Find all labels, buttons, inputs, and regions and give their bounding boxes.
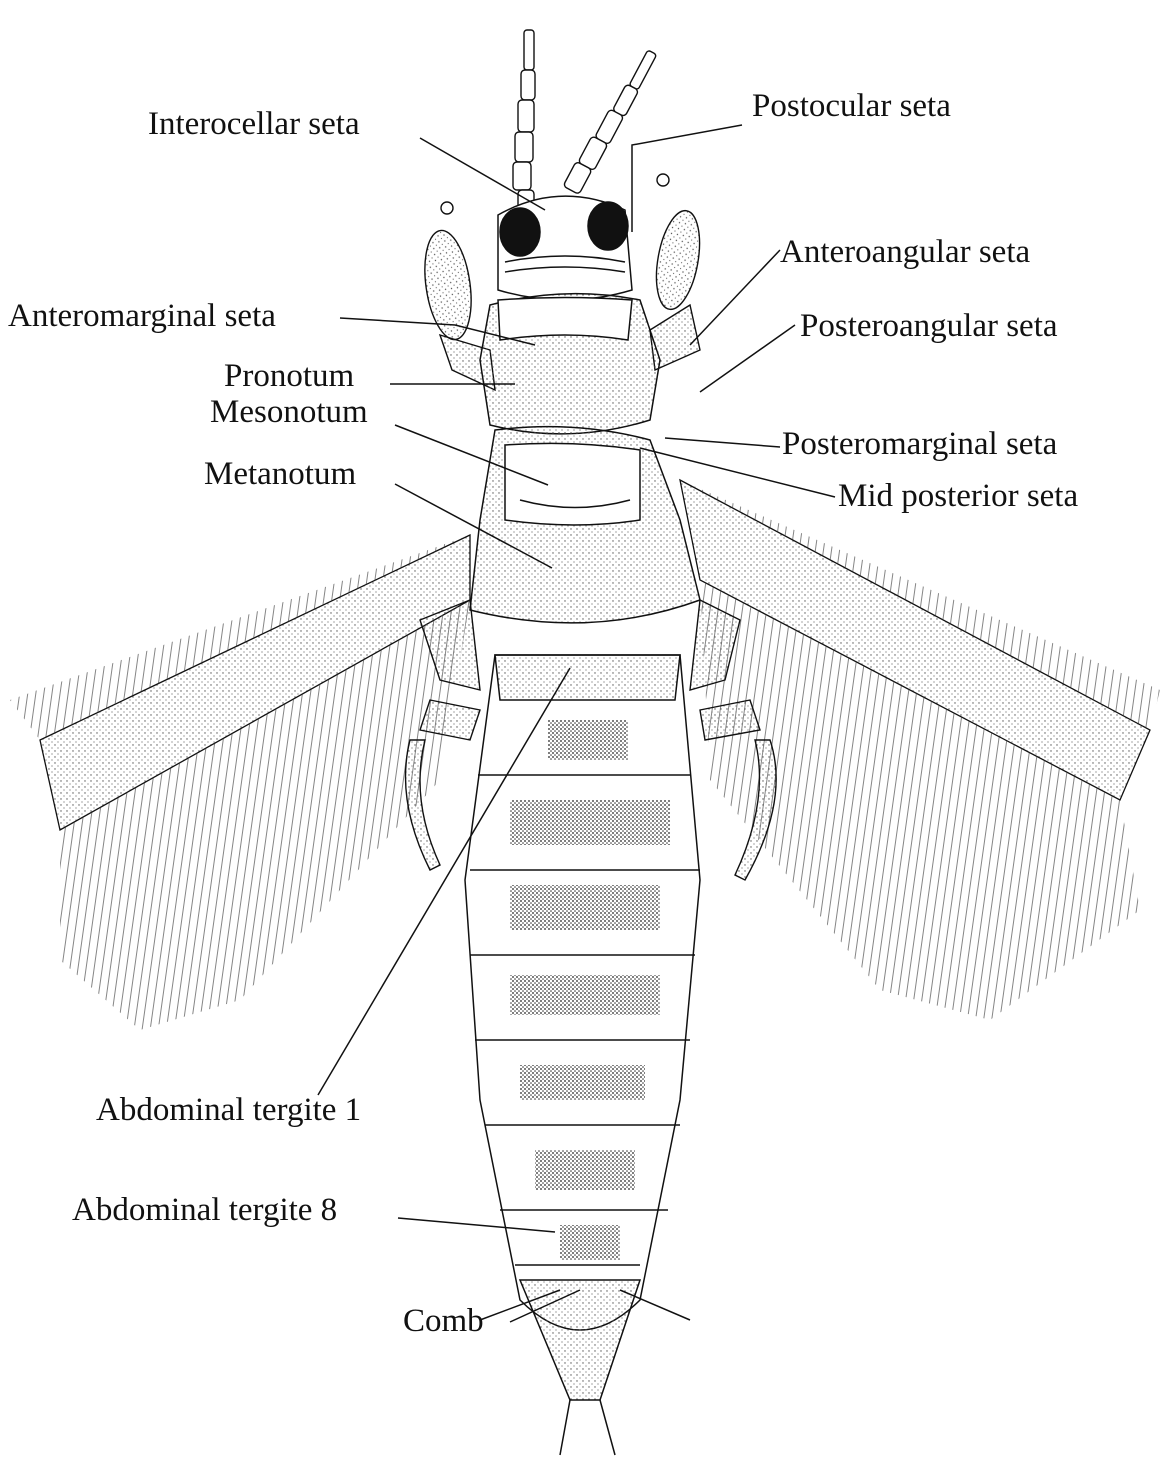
label-postocular-seta: Postocular seta <box>752 90 951 123</box>
label-comb: Comb <box>403 1305 484 1338</box>
leader-metanotum <box>395 484 552 568</box>
label-anteromarginal-seta: Anteromarginal seta <box>8 300 276 333</box>
leader-abdominal-tergite-8 <box>398 1218 555 1232</box>
leader-comb <box>510 1290 580 1322</box>
leader-posteroangular-seta <box>700 325 795 392</box>
label-pronotum: Pronotum <box>224 360 354 393</box>
leader-postocular-seta <box>632 125 742 232</box>
leader-abdominal-tergite-1 <box>318 668 570 1095</box>
leader-posteromarginal-seta <box>665 438 780 447</box>
label-abdominal-tergite-8: Abdominal tergite 8 <box>72 1194 337 1227</box>
leader-anteroangular-seta <box>690 250 780 345</box>
leader-mesonotum <box>395 425 548 485</box>
label-abdominal-tergite-1: Abdominal tergite 1 <box>96 1094 361 1127</box>
label-posteromarginal-seta: Posteromarginal seta <box>782 428 1057 461</box>
label-metanotum: Metanotum <box>204 458 356 491</box>
leader-interocellar-seta <box>420 138 545 210</box>
label-mid-posterior-seta: Mid posterior seta <box>838 480 1078 513</box>
label-posteroangular-seta: Posteroangular seta <box>800 310 1058 343</box>
leader-anteromarginal-seta <box>340 318 535 345</box>
label-interocellar-seta: Interocellar seta <box>148 108 360 141</box>
label-anteroangular-seta: Anteroangular seta <box>780 236 1030 269</box>
label-mesonotum: Mesonotum <box>210 396 368 429</box>
